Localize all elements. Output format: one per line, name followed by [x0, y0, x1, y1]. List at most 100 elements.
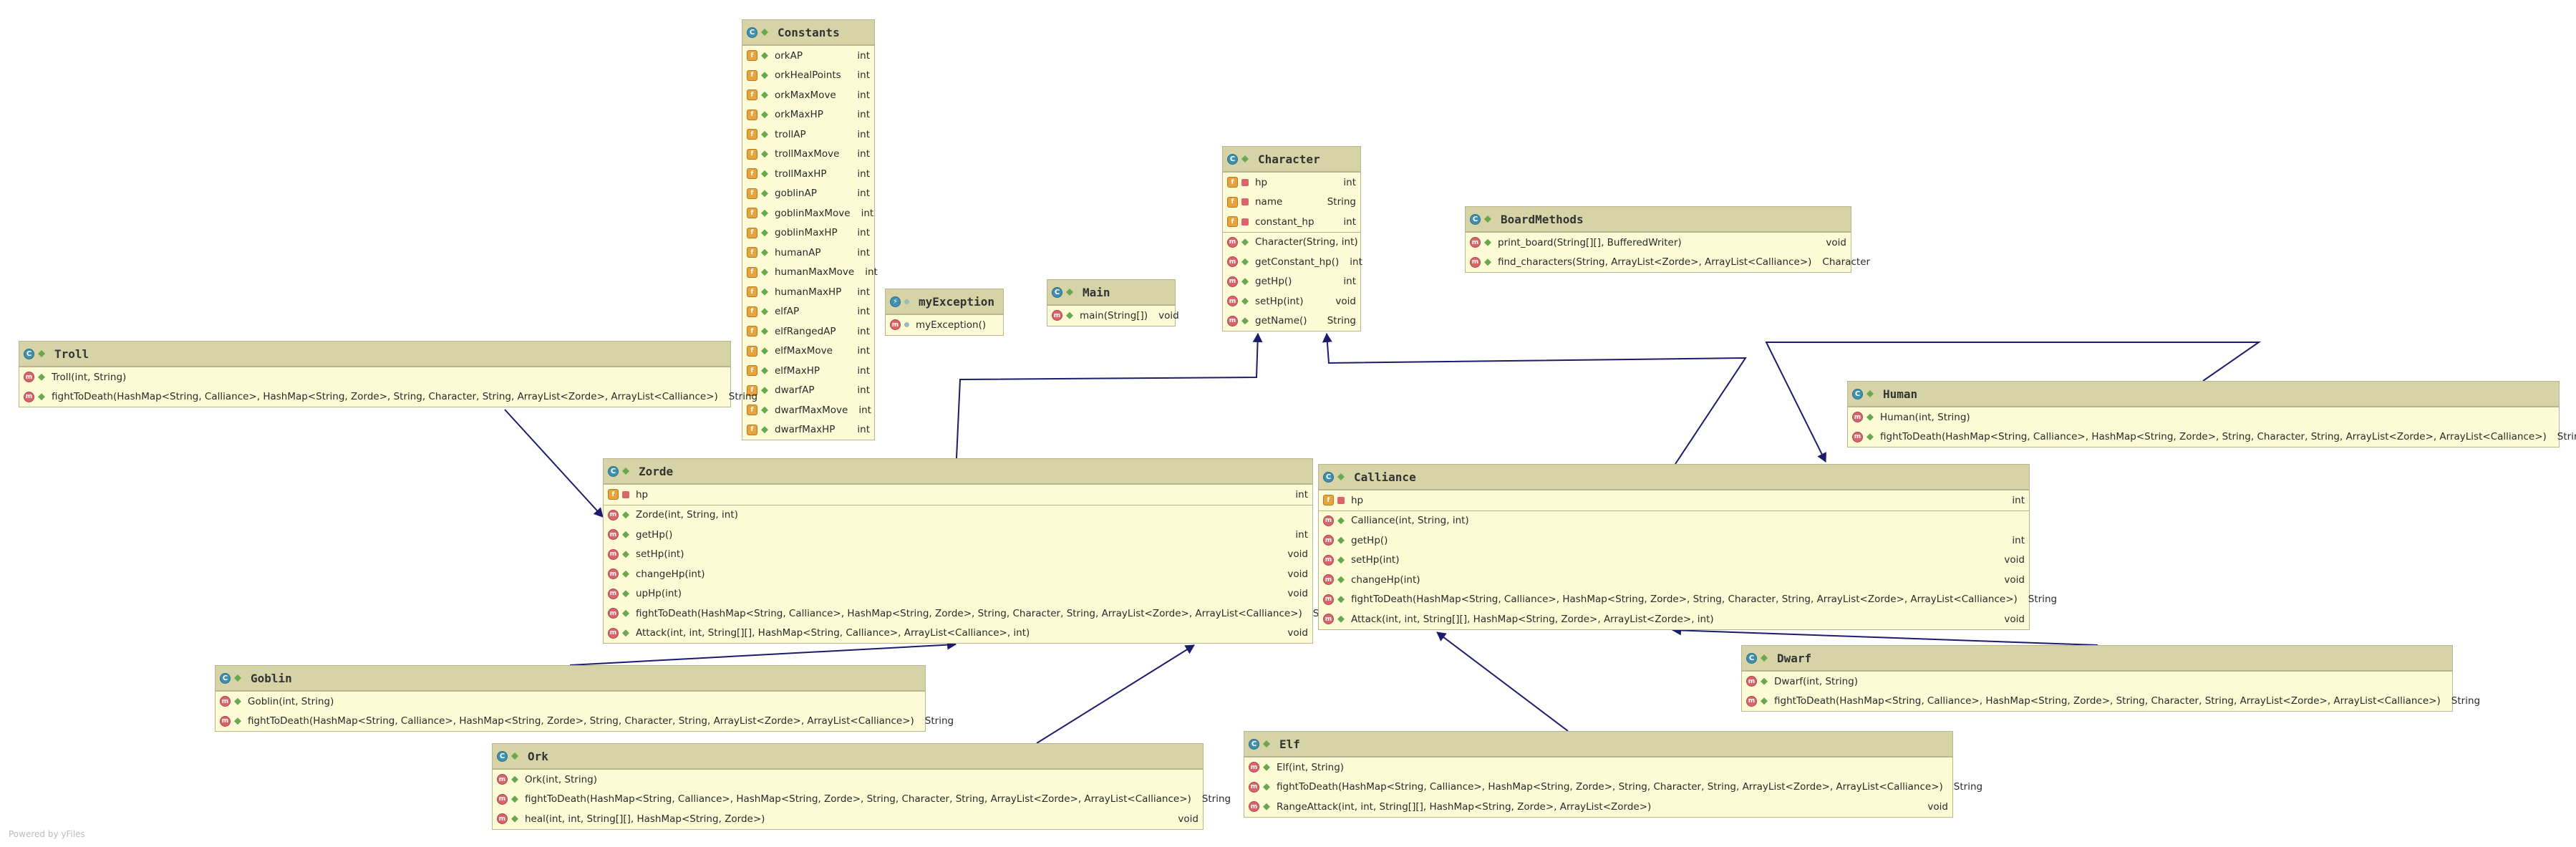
private-icon [622, 490, 629, 498]
public-icon [1263, 763, 1270, 771]
method-row[interactable]: m fightToDeath(HashMap<String, Calliance>… [216, 712, 954, 732]
member-type: String [1953, 781, 1983, 793]
edge-goblin-to-zorde [569, 639, 957, 666]
public-icon [622, 570, 629, 578]
method-icon: m [220, 715, 231, 727]
public-icon [761, 367, 768, 374]
field-name: orkHealPoints [775, 69, 841, 82]
package-private-icon [904, 299, 909, 304]
method-signature: fightToDeath(HashMap<String, Calliance>,… [248, 715, 914, 727]
field-name: trollMaxMove [775, 148, 840, 160]
field-name: trollAP [775, 128, 806, 140]
method-signature: RangeAttack(int, int, String[][], HashMa… [1277, 800, 1652, 813]
public-icon [761, 347, 768, 355]
public-icon [1241, 278, 1249, 286]
method-icon: m [1227, 236, 1238, 248]
public-icon [761, 130, 768, 138]
class-name: Ork [528, 749, 548, 763]
class-icon: C [1323, 471, 1334, 483]
private-icon [1337, 496, 1345, 504]
public-icon [511, 752, 518, 760]
class-name: Goblin [251, 671, 292, 685]
member-type: String [1201, 793, 1231, 805]
field-icon: f [747, 384, 757, 396]
